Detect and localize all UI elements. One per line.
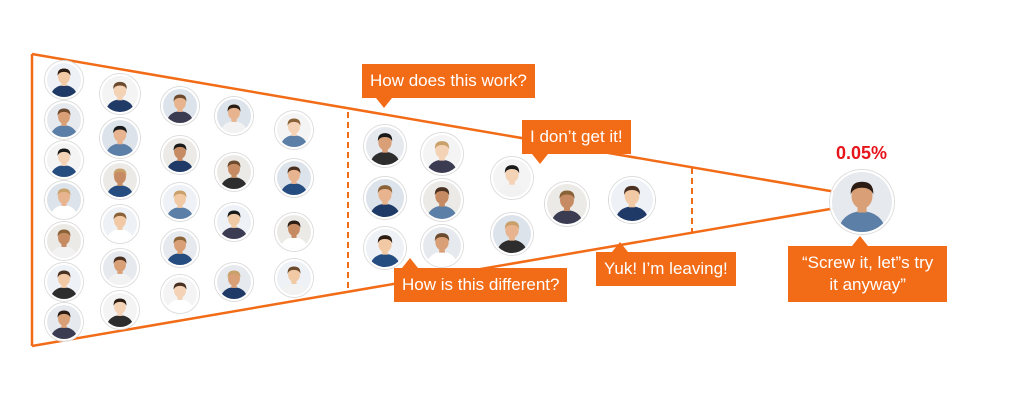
person-avatar [609, 177, 655, 223]
person-avatar [45, 263, 83, 301]
person-avatar [364, 177, 406, 219]
person-avatar [830, 170, 894, 234]
bubble-tail [612, 242, 628, 252]
person-avatar [421, 179, 463, 221]
bubble-tail [852, 236, 868, 246]
person-avatar [45, 141, 83, 179]
bubble-text: How does this work? [370, 71, 527, 90]
speech-bubble-dont-get-it: I don’t get it! [522, 120, 631, 164]
person-avatar [101, 249, 139, 287]
bubble-tail [532, 154, 548, 164]
person-avatar [215, 153, 253, 191]
bubble-text-line-1: “Screw it, let”s try [802, 253, 934, 272]
person-avatar [161, 87, 199, 125]
person-avatar [421, 133, 463, 175]
person-avatar [161, 275, 199, 313]
speech-bubble-screw-it: “Screw it, let”s try it anyway” [788, 236, 948, 302]
person-avatar [100, 74, 140, 114]
speech-bubble-yuk-leaving: Yuk! I’m leaving! [596, 242, 736, 286]
person-avatar [215, 263, 253, 301]
bubble-tail [376, 98, 392, 108]
person-avatar [275, 259, 313, 297]
person-avatar [364, 227, 406, 269]
bubble-text: How is this different? [402, 275, 560, 294]
person-avatar [491, 157, 533, 199]
person-avatar [45, 222, 83, 260]
person-avatar [161, 229, 199, 267]
person-avatar [100, 118, 140, 158]
person-avatar [101, 161, 139, 199]
person-avatar [275, 213, 313, 251]
person-avatar [45, 61, 83, 99]
person-avatar [101, 291, 139, 329]
bubble-text: Yuk! I’m leaving! [604, 259, 728, 278]
bubble-tail [402, 258, 418, 268]
person-avatar [545, 182, 589, 226]
speech-bubble-how-does-this-work: How does this work? [362, 64, 535, 108]
person-avatar [101, 205, 139, 243]
person-avatar [45, 303, 83, 341]
person-avatar [491, 213, 533, 255]
bubble-text: I don’t get it! [530, 127, 623, 146]
conversion-rate-label: 0.05% [836, 143, 888, 163]
person-avatar [275, 111, 313, 149]
person-avatar [161, 136, 199, 174]
person-avatar [421, 225, 463, 267]
person-avatar [364, 125, 406, 167]
speech-bubble-how-is-this-different: How is this different? [394, 258, 568, 302]
funnel-top-edge [31, 52, 837, 194]
person-avatar [215, 97, 253, 135]
person-avatar [45, 181, 83, 219]
person-avatar [215, 203, 253, 241]
bubble-text-line-2: it anyway” [829, 275, 906, 294]
person-avatar [275, 159, 313, 197]
person-avatar [161, 183, 199, 221]
person-avatar [45, 101, 83, 139]
